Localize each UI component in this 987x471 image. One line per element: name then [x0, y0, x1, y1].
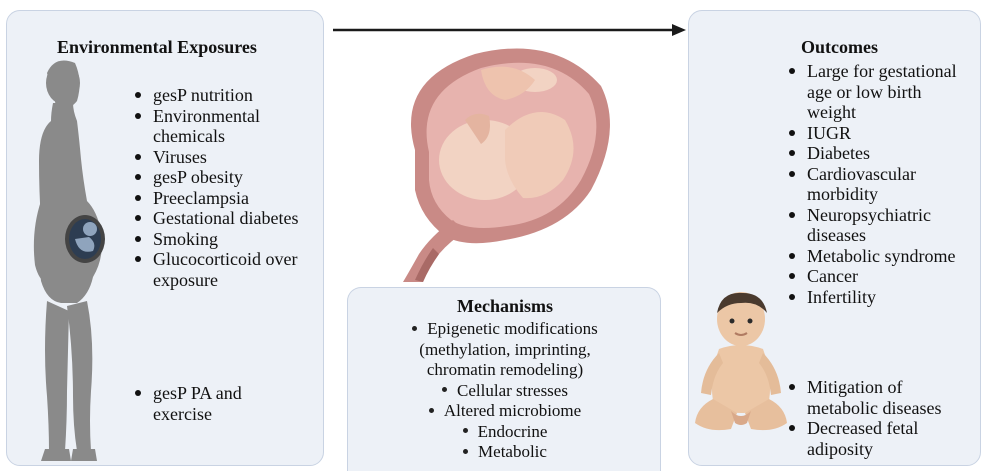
- list-item-continuation: (methylation, imprinting,: [348, 340, 662, 361]
- list-item: gesP obesity: [133, 167, 313, 188]
- list-item: Preeclampsia: [133, 188, 313, 209]
- baby-icon: [691, 289, 791, 439]
- protective-list: gesP PA and exercise: [133, 383, 283, 424]
- list-item-continuation: chromatin remodeling): [348, 360, 662, 381]
- list-item: IUGR: [787, 123, 972, 144]
- exposures-list: gesP nutrition Environmental chemicals V…: [133, 85, 313, 290]
- list-item: Endocrine: [348, 422, 662, 443]
- outcomes-list: Large for gestational age or low birth w…: [787, 61, 972, 307]
- list-item: Cellular stresses: [348, 381, 662, 402]
- list-item: Altered microbiome: [348, 401, 662, 422]
- benefits-list: Mitigation of metabolic diseases Decreas…: [787, 377, 972, 459]
- list-item: gesP PA and exercise: [133, 383, 283, 424]
- list-item: Metabolic syndrome: [787, 246, 972, 267]
- list-item: Infertility: [787, 287, 972, 308]
- outcomes-panel: Outcomes Large for gestational age or lo…: [688, 10, 981, 466]
- list-item: Large for gestational age or low birth w…: [787, 61, 972, 123]
- list-item: Neuropsychiatric diseases: [787, 205, 972, 246]
- exposures-panel: Environmental Exposures gesP nutrition E…: [6, 10, 324, 466]
- list-item: Mitigation of metabolic diseases: [787, 377, 972, 418]
- list-item: Environmental chemicals: [133, 106, 313, 147]
- list-item: Decreased fetal adiposity: [787, 418, 972, 459]
- list-item: Gestational diabetes: [133, 208, 313, 229]
- uterus-fetus-icon: [385, 40, 625, 285]
- mechanisms-list: Epigenetic modifications (methylation, i…: [348, 319, 662, 463]
- list-item: Metabolic: [348, 442, 662, 463]
- list-item: Smoking: [133, 229, 313, 250]
- list-item: Cancer: [787, 266, 972, 287]
- list-item: Viruses: [133, 147, 313, 168]
- outcomes-title: Outcomes: [801, 37, 878, 58]
- list-item: Glucocorticoid over exposure: [133, 249, 313, 290]
- pregnant-woman-icon: [17, 51, 127, 471]
- list-item: Epigenetic modifications: [348, 319, 662, 340]
- list-item: Diabetes: [787, 143, 972, 164]
- list-item: gesP nutrition: [133, 85, 313, 106]
- list-item: Cardiovascular morbidity: [787, 164, 972, 205]
- mechanisms-title: Mechanisms: [348, 296, 662, 317]
- mechanisms-panel: Mechanisms Epigenetic modifications (met…: [347, 287, 661, 471]
